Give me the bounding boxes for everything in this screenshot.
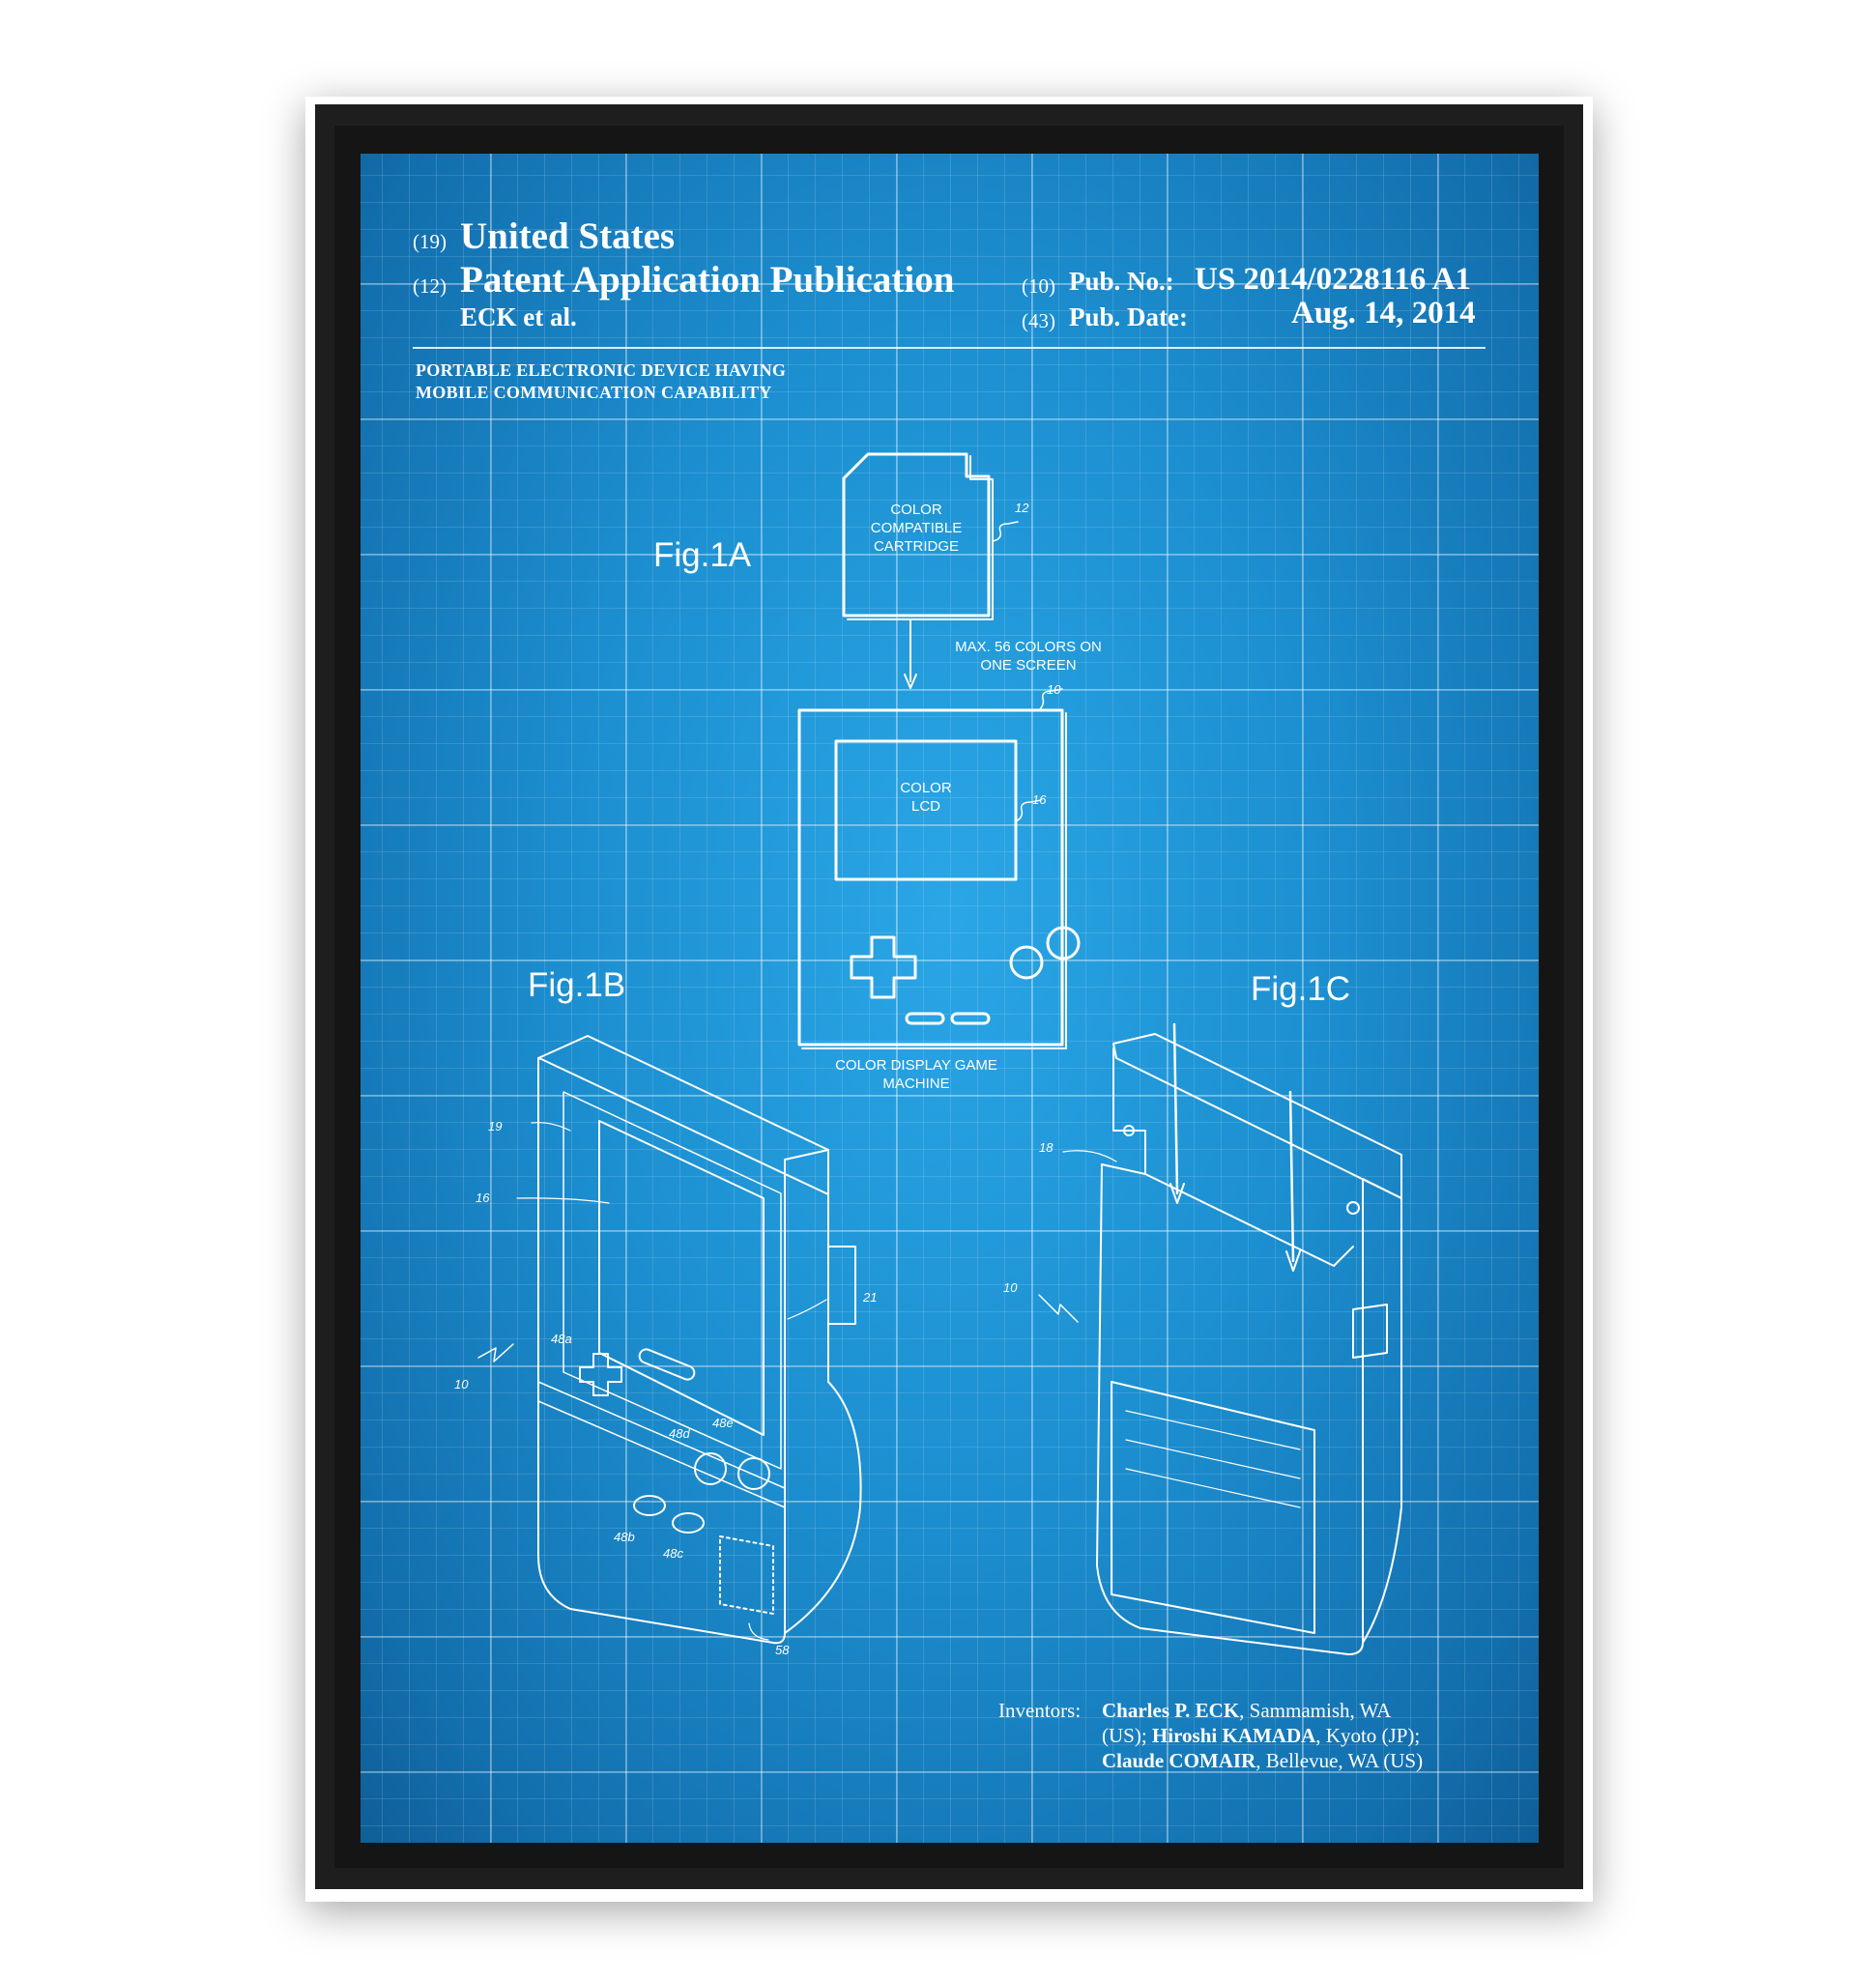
colors-note-2: ONE SCREEN (980, 657, 1077, 674)
machine-caption-2: MACHINE (882, 1076, 950, 1092)
fig1b-label: Fig.1B (528, 966, 626, 1004)
machine-caption-1: COLOR DISPLAY GAME (835, 1057, 997, 1074)
ref-16b: 16 (476, 1190, 490, 1205)
colors-note-1: MAX. 56 COLORS ON (955, 639, 1102, 655)
inventors-list: Charles P. ECK, Sammamish, WA (US); Hiro… (1102, 1698, 1423, 1773)
ref-12: 12 (1015, 501, 1029, 515)
ref-10b: 10 (454, 1377, 469, 1391)
inventors-line-1: Charles P. ECK, Sammamish, WA (1102, 1698, 1423, 1723)
ref-48b: 48b (614, 1530, 635, 1544)
inventors-line-2: (US); Hiroshi KAMADA, Kyoto (JP); (1102, 1723, 1423, 1748)
inventor-3-location: , Bellevue, WA (US) (1255, 1749, 1424, 1772)
ref-48a: 48a (551, 1332, 572, 1346)
cartridge-label-3: CARTRIDGE (873, 538, 960, 555)
ref-16: 16 (1032, 792, 1047, 807)
game-machine-drawing (797, 688, 1081, 1049)
ref-10c: 10 (1003, 1280, 1018, 1295)
fig1b-drawing (477, 1035, 862, 1645)
ref-10: 10 (1047, 682, 1061, 697)
pub-no: US 2014/0228116 A1 (1195, 262, 1472, 297)
pub-no-label: Pub. No.: (1069, 267, 1174, 296)
lcd-label: COLOR LCD (875, 779, 977, 816)
ref-48c: 48c (663, 1546, 683, 1561)
lcd-label-2: LCD (910, 798, 940, 815)
pub-date-code: (43) (1022, 309, 1055, 332)
type-code: (12) (413, 274, 447, 298)
fig1a-label: Fig.1A (653, 536, 752, 574)
machine-caption: COLOR DISPLAY GAME MACHINE (820, 1056, 1013, 1093)
cartridge-label: COLOR COMPATIBLE CARTRIDGE (844, 501, 989, 556)
grid (361, 154, 1539, 1843)
pub-date-label: Pub. Date: (1069, 302, 1188, 331)
cartridge-label-1: COLOR (890, 502, 942, 518)
lcd-label-1: COLOR (900, 780, 952, 796)
header-rule (413, 347, 1486, 349)
cartridge-label-2: COMPATIBLE (870, 520, 963, 536)
title-line-2: MOBILE COMMUNICATION CAPABILITY (416, 383, 772, 402)
ref-48e: 48e (712, 1416, 734, 1430)
inventors-label: Inventors: (998, 1699, 1082, 1722)
ref-21: 21 (863, 1290, 878, 1305)
publication-type: Patent Application Publication (460, 259, 955, 301)
ref-19: 19 (488, 1119, 503, 1133)
blueprint-print (361, 154, 1539, 1843)
inventor-2: Hiroshi KAMADA (1151, 1724, 1316, 1747)
fig1c-drawing (1038, 1022, 1402, 1655)
inventor-3: Claude COMAIR (1102, 1749, 1256, 1772)
pub-no-code: (10) (1022, 274, 1055, 298)
inventor-1: Charles P. ECK (1102, 1699, 1240, 1722)
colors-note: MAX. 56 COLORS ON ONE SCREEN (932, 638, 1125, 674)
country: United States (460, 215, 676, 257)
pub-date: Aug. 14, 2014 (1291, 296, 1476, 330)
inventor-1-country: (US); (1102, 1724, 1152, 1747)
fig1c-label: Fig.1C (1251, 970, 1351, 1008)
ref-58: 58 (775, 1643, 790, 1657)
applicant: ECK et al. (460, 302, 577, 331)
country-code: (19) (413, 230, 447, 253)
title-line-1: PORTABLE ELECTRONIC DEVICE HAVING (416, 360, 787, 380)
inventor-1-location: , Sammamish, WA (1239, 1699, 1392, 1722)
cartridge-drawing (842, 452, 1019, 620)
inventors-line-3: Claude COMAIR, Bellevue, WA (US) (1102, 1748, 1423, 1773)
ref-48d: 48d (669, 1426, 690, 1441)
inventor-2-location: , Kyoto (JP); (1315, 1724, 1421, 1747)
ref-18: 18 (1039, 1140, 1053, 1155)
